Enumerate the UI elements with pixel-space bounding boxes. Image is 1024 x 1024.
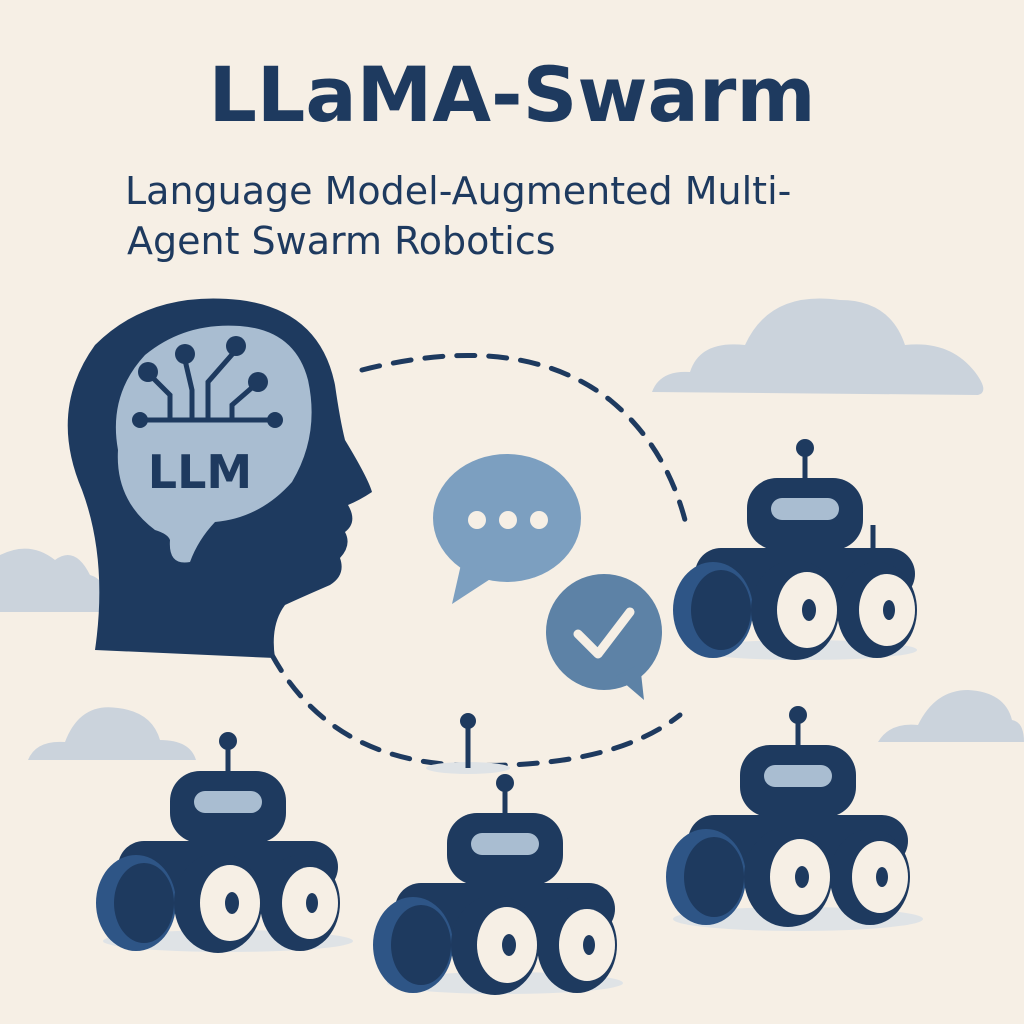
page-subtitle: Language Model-Augmented Multi- Agent Sw… <box>125 166 945 266</box>
chat-bubble-ellipsis-icon <box>433 454 581 604</box>
wheeled-robot-icon <box>373 774 623 995</box>
chat-bubble-check-icon <box>546 574 662 700</box>
wheeled-robot-icon <box>666 706 923 931</box>
brain-circuit-icon: LLM <box>115 325 312 563</box>
cloud-icon <box>0 548 112 612</box>
subtitle-line-1: Language Model-Augmented Multi- <box>125 169 792 213</box>
wheeled-robot-icon <box>96 732 353 953</box>
cloud-icon <box>28 707 196 760</box>
cloud-icon <box>652 298 984 395</box>
signal-pin-icon <box>426 713 510 774</box>
cloud-icon <box>878 690 1024 742</box>
subtitle-line-2: Agent Swarm Robotics <box>127 219 556 263</box>
page-title: LLaMA-Swarm <box>208 50 816 139</box>
wheeled-robot-icon <box>673 439 917 660</box>
llm-label: LLM <box>148 445 252 499</box>
communication-arc <box>359 352 688 523</box>
